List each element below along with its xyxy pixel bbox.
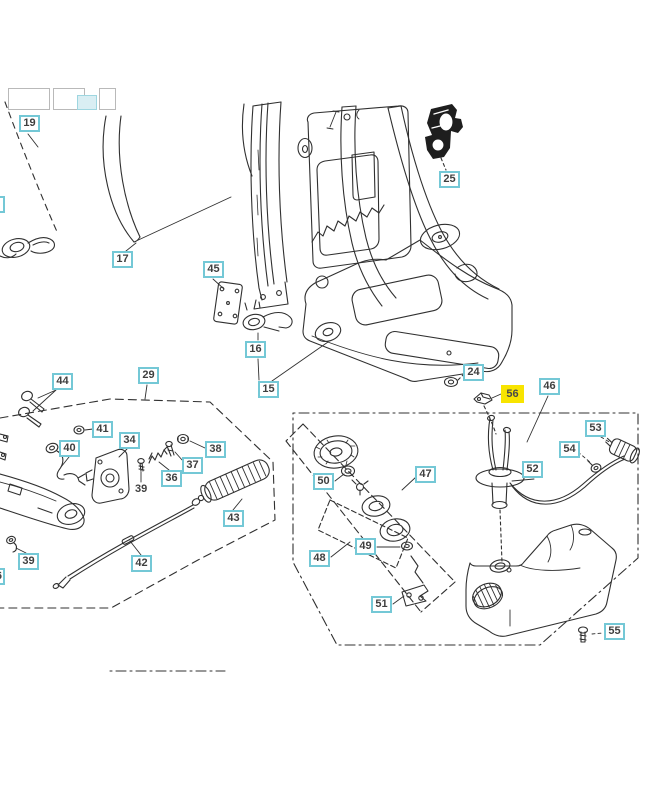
group-29-boundary <box>0 398 276 672</box>
cutoff-callout-box <box>99 88 116 110</box>
bracket-51-part <box>401 584 429 607</box>
cutoff-callout-box <box>8 88 50 110</box>
part-callout-45[interactable]: 45 <box>203 261 224 278</box>
part-callout-29[interactable]: 29 <box>138 367 159 384</box>
part-callout-38[interactable]: 38 <box>205 441 226 458</box>
filter-nut-50-part <box>340 465 356 477</box>
bolts-44-part <box>18 390 45 428</box>
fitting-56-part <box>473 392 497 435</box>
cutoff-callout-box: 6 <box>0 568 5 585</box>
nut-24-part <box>443 374 464 388</box>
part-callout-36[interactable]: 36 <box>161 470 182 487</box>
nut-49-part <box>400 541 414 551</box>
screw-39-part <box>137 458 145 483</box>
strap-buckle-part <box>0 237 56 259</box>
handle-arm-part <box>0 433 86 530</box>
clamp-part <box>425 104 463 171</box>
hanger-hook-part <box>242 301 293 332</box>
cutoff-callout-box <box>77 95 97 110</box>
throttle-cable-part <box>52 494 205 589</box>
part-callout-40[interactable]: 40 <box>59 440 80 457</box>
part-callout-51[interactable]: 51 <box>371 596 392 613</box>
part-callout-41[interactable]: 41 <box>92 421 113 438</box>
part-callout-44[interactable]: 44 <box>52 373 73 390</box>
fuel-tank-part <box>465 523 617 637</box>
screw-37-part <box>165 440 175 457</box>
leader-lines <box>15 133 612 635</box>
fuel-pickup-52-part <box>475 414 525 563</box>
fuel-filter-53-part <box>605 437 640 464</box>
wing-screw-part <box>351 479 369 496</box>
part-callout-46[interactable]: 46 <box>539 378 560 395</box>
part-callout-19[interactable]: 19 <box>19 115 40 132</box>
part-callout-25[interactable]: 25 <box>439 171 460 188</box>
part-callout-55[interactable]: 55 <box>604 623 625 640</box>
part-callout-39[interactable]: 39 <box>18 553 39 570</box>
part-callout-43[interactable]: 43 <box>223 510 244 527</box>
part-callout-34[interactable]: 34 <box>119 432 140 449</box>
backpack-frame-part <box>250 101 513 382</box>
part-callout-24[interactable]: 24 <box>463 364 484 381</box>
part-callout-42[interactable]: 42 <box>131 555 152 572</box>
cutoff-callout-box <box>0 196 5 213</box>
part-callout-17[interactable]: 17 <box>112 251 133 268</box>
part-callout-37[interactable]: 37 <box>182 457 203 474</box>
screw-55-part <box>577 626 589 643</box>
part-callout-53[interactable]: 53 <box>585 420 606 437</box>
part-callout-54[interactable]: 54 <box>559 441 580 458</box>
shoulder-strap-part <box>4 101 253 243</box>
part-callout-39: 39 <box>135 483 148 495</box>
nut-41-part <box>73 425 85 435</box>
part-callout-16[interactable]: 16 <box>245 341 266 358</box>
part-callout-49[interactable]: 49 <box>355 538 376 555</box>
filter-elements-48-part <box>361 495 411 542</box>
part-callout-50[interactable]: 50 <box>313 473 334 490</box>
part-callout-47[interactable]: 47 <box>415 466 436 483</box>
air-filter-cover-part <box>313 435 359 469</box>
part-callout-48[interactable]: 48 <box>309 550 330 567</box>
fuel-hose-part <box>509 455 626 505</box>
part-callout-52[interactable]: 52 <box>522 461 543 478</box>
nut-38-part <box>176 433 190 445</box>
choke-rod-part <box>410 555 424 584</box>
part-callout-56[interactable]: 56 <box>501 385 524 403</box>
throttle-housing-part <box>85 448 130 504</box>
part-callout-15[interactable]: 15 <box>258 381 279 398</box>
clip-54-part <box>587 460 602 473</box>
spring-36-part <box>148 446 168 464</box>
